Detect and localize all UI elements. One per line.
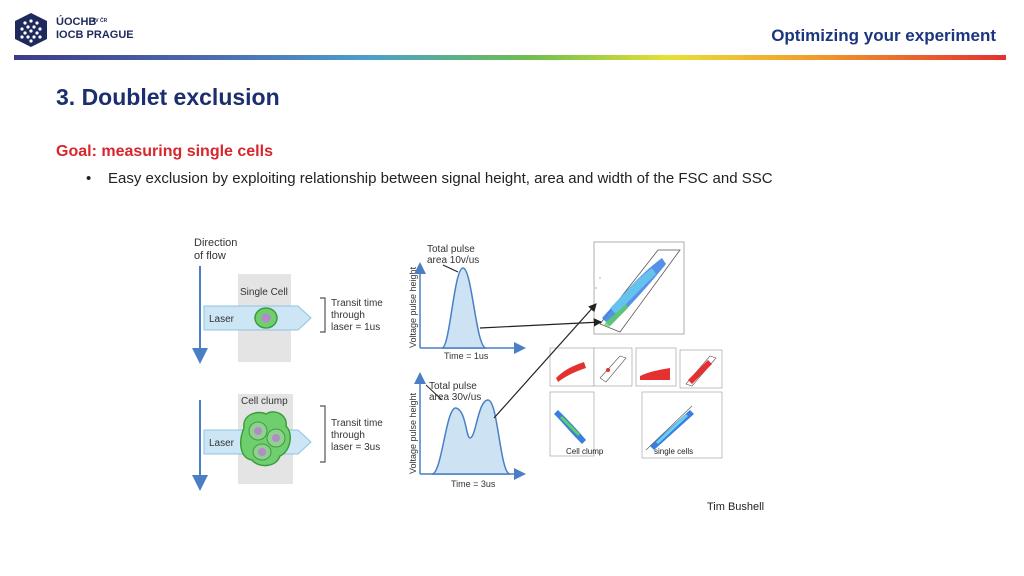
pulse-curve-bottom: [431, 399, 511, 475]
slide-title: 3. Doublet exclusion: [56, 84, 280, 110]
transit-time-bottom: Transit time through laser = 3us: [331, 418, 386, 453]
pulse-ylabel-top: Voltage pulse height: [408, 266, 418, 348]
iocb-logo-icon: [15, 13, 47, 47]
small-plot-3: [635, 347, 677, 387]
cell-clump-plot-label: Cell clump: [566, 447, 604, 456]
cell-clump-label: Cell clump: [241, 396, 288, 407]
single-cells-plot: single cells: [641, 391, 723, 459]
small-plot-2: [593, 347, 633, 387]
pulse-label-top: Total pulse area 10v/us: [427, 244, 479, 266]
section-title: Optimizing your experiment: [771, 26, 996, 45]
time-label-top: Time = 1us: [444, 351, 489, 361]
bullet-text: Easy exclusion by exploiting relationshi…: [108, 170, 773, 187]
small-plot-4: [679, 349, 723, 389]
rainbow-divider: [14, 55, 1006, 60]
fsc-main-plot: [593, 241, 685, 335]
image-credit: Tim Bushell: [707, 501, 765, 513]
cell-clump-plot: Cell clump: [549, 391, 604, 457]
logo-text: ÚOCHB AV ČR IOCB PRAGUE: [56, 16, 134, 41]
goal-heading: Goal: measuring single cells: [56, 143, 273, 160]
pulse-ylabel-bottom: Voltage pulse height: [408, 392, 418, 474]
pulse-curve-top: [441, 267, 487, 349]
single-cell-label: Single Cell: [240, 287, 288, 298]
laser-label-top: Laser: [209, 314, 235, 325]
cell-clump-icon: [239, 411, 292, 467]
transit-time-top: Transit time through laser = 1us: [331, 298, 386, 333]
laser-label-bottom: Laser: [209, 438, 235, 449]
direction-label-2: of flow: [194, 250, 226, 262]
pulse-label-bottom: Total pulse area 30v/us: [429, 381, 481, 403]
small-plot-1: [549, 347, 595, 387]
bullet-dot: •: [86, 170, 92, 187]
pulse-to-plot-arrow-top: [479, 318, 603, 329]
single-cells-plot-label: single cells: [654, 447, 693, 456]
direction-label: Direction: [194, 237, 237, 249]
pulse-to-plot-arrow-bottom: [493, 303, 597, 419]
time-label-bottom: Time = 3us: [451, 479, 496, 489]
doublet-figure: Direction of flow Single Cell Laser Tran…: [192, 237, 723, 491]
logo-tiny-text: AV ČR: [92, 18, 108, 24]
